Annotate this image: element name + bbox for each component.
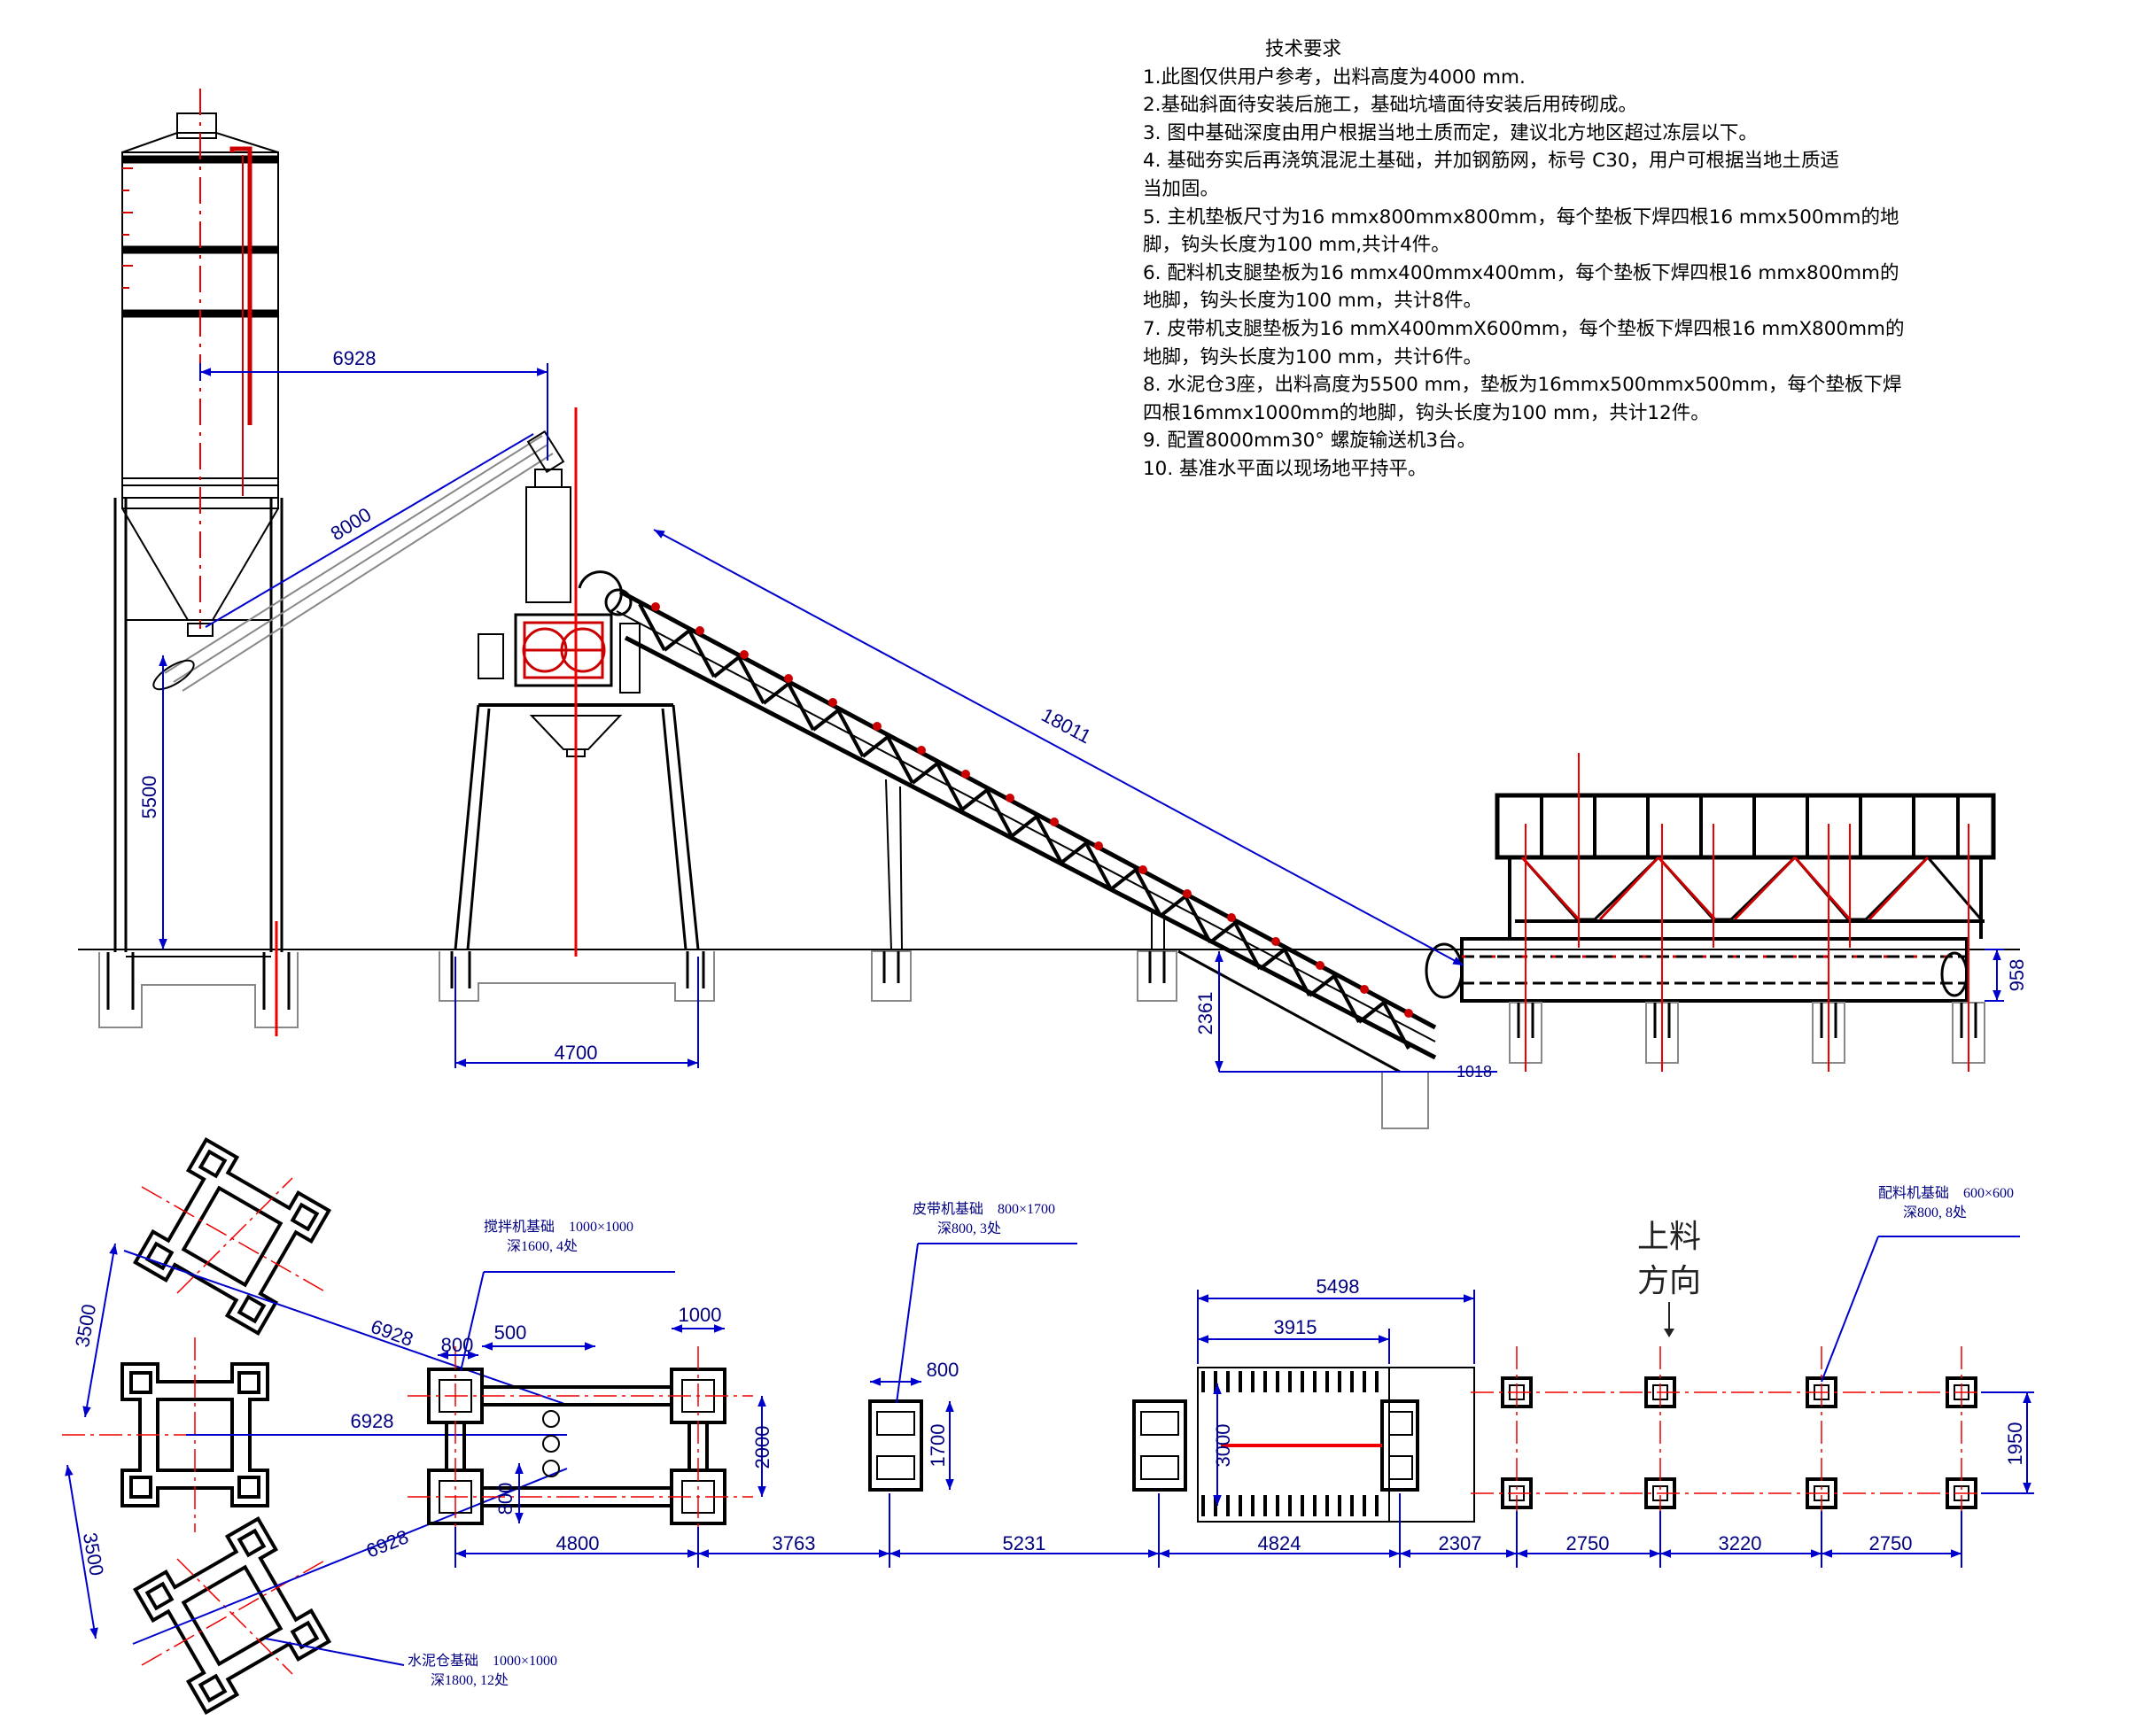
batcher-dimensions — [1516, 1236, 2034, 1568]
belt-foundation — [868, 1399, 1187, 1492]
silo-foundation-top — [132, 1136, 332, 1337]
mixer-foundation-depth: 深1600, 4处 — [507, 1238, 578, 1254]
technical-requirements-title: 技术要求 — [1265, 38, 1342, 60]
mixer-dimensions — [438, 1271, 766, 1568]
note-line: 9. 配置8000mm30° 螺旋输送机3台。 — [1143, 430, 1477, 453]
dim-belt-pad: 800 — [927, 1359, 959, 1381]
belt-pit — [1197, 1367, 1475, 1523]
silo-foundation-group — [120, 1136, 332, 1716]
dim-mixer-small: 800 — [494, 1483, 517, 1515]
dim-mixer-length: 4800 — [556, 1532, 600, 1554]
dim-batcher-span-1: 2750 — [1566, 1532, 1610, 1554]
dim-silo-dist-middle: 6928 — [351, 1410, 394, 1432]
note-line: 10. 基准水平面以现场地平持平。 — [1143, 457, 1427, 480]
dim-mixer-base: 4700 — [555, 1042, 598, 1064]
silo-foundation-title: 水泥仓基础 1000×1000 — [408, 1653, 557, 1669]
dim-pit-outer: 5498 — [1317, 1275, 1360, 1298]
feed-direction-label-1: 上料 — [1637, 1219, 1701, 1255]
dim-silo-dist-lower: 6928 — [363, 1525, 412, 1562]
batcher-centerlines — [1471, 1346, 2011, 1532]
note-line: 8. 水泥仓3座，出料高度为5500 mm，垫板为16mmx500mmx500m… — [1143, 374, 1902, 397]
dim-gap-2: 5231 — [1003, 1532, 1046, 1554]
batcher-dimension-labels: 2750 3220 2750 1950 配料机基础 600×600 深800, … — [1566, 1185, 2026, 1554]
belt-dimension-labels: 800 1700 3763 5231 皮带机基础 800×1700 深800, … — [773, 1201, 1056, 1554]
note-line: 四根16mmx1000mm的地脚，钩头长度为100 mm，共计12件。 — [1143, 401, 1710, 424]
note-line: 4. 基础夯实后再浇筑混泥土基础，并加钢筋网，标号 C30，用户可根据当地土质适 — [1143, 150, 1840, 173]
dim-silo-height: 5500 — [138, 776, 160, 819]
note-line: 3. 图中基础深度由用户根据当地土质而定，建议北方地区超过冻层以下。 — [1143, 121, 1758, 144]
elevation-view: 6928 8000 5500 4700 18011 2361 1018 958 — [78, 89, 2028, 1129]
elevation-dimensions — [159, 363, 2004, 1073]
mixer — [439, 407, 715, 1002]
silo-foundation-depth: 深1800, 12处 — [431, 1672, 509, 1688]
dim-screw-length: 8000 — [327, 503, 376, 545]
belt-conveyor — [604, 588, 1437, 1129]
dim-mixer-pad-right: 1000 — [679, 1304, 722, 1326]
note-line: 7. 皮带机支腿垫板为16 mmX400mmX600mm，每个垫板下焊四根16 … — [1143, 317, 1905, 340]
dim-pit-width: 3000 — [1212, 1424, 1234, 1468]
silo-foundation-middle — [120, 1362, 269, 1507]
feed-direction: 上料 方向 — [1637, 1219, 1701, 1337]
dim-batcher-span-2: 3220 — [1719, 1532, 1762, 1554]
note-line: 5. 主机垫板尺寸为16 mmx800mmx800mm，每个垫板下焊四根16 m… — [1143, 205, 1899, 229]
dim-silo-dist-upper: 6928 — [368, 1315, 416, 1351]
note-line: 2.基础斜面待安装后施工，基础坑墙面待安装后用砖砌成。 — [1143, 94, 1638, 117]
feed-direction-label-2: 方向 — [1637, 1263, 1701, 1299]
dim-batcher-span-3: 2750 — [1869, 1532, 1913, 1554]
note-line: 地脚，钩头长度为100 mm，共计8件。 — [1143, 290, 1482, 313]
mixer-dimension-labels: 800 500 1000 2000 800 4800 搅拌机基础 1000×10… — [441, 1219, 773, 1554]
silo-foundation-bottom — [132, 1515, 332, 1716]
pit-dimension-labels: 5498 3915 3000 4824 2307 — [1212, 1275, 1481, 1554]
pit-dimensions — [1159, 1290, 1517, 1568]
dim-gap-3: 2307 — [1439, 1532, 1482, 1554]
note-line: 脚，钩头长度为100 mm,共计4件。 — [1143, 234, 1450, 257]
mixer-foundation — [427, 1368, 726, 1525]
dim-mixer-pad: 800 — [441, 1334, 474, 1356]
dim-batcher-height: 958 — [2006, 959, 2028, 992]
note-line: 6. 配料机支腿垫板为16 mmx400mmx400mm，每个垫板下焊四根16 … — [1143, 261, 1899, 284]
silo-dimensions — [65, 1243, 568, 1645]
dim-silo-spacing-b: 3500 — [79, 1531, 108, 1577]
dim-pit-inner: 3915 — [1274, 1316, 1317, 1338]
screw-conveyor — [152, 430, 565, 692]
elevation-dimension-labels: 6928 8000 5500 4700 18011 2361 1018 958 — [138, 347, 2028, 1081]
note-line: 地脚，钩头长度为100 mm，共计6件。 — [1143, 345, 1482, 368]
batcher-foundation — [1501, 1376, 1977, 1509]
batcher-foundation-title: 配料机基础 600×600 — [1878, 1185, 2014, 1201]
dim-pit-offset: 1018 — [1457, 1063, 1492, 1081]
mixer-foundation-title: 搅拌机基础 1000×1000 — [484, 1219, 633, 1235]
belt-dimensions — [698, 1243, 1160, 1568]
belt-foundation-depth: 深800, 3处 — [937, 1221, 1001, 1236]
batching-machine — [1425, 753, 1996, 1072]
dim-silo-screw: 6928 — [333, 347, 377, 369]
cement-silo — [98, 89, 299, 1036]
technical-requirements: 技术要求 1.此图仅供用户参考，出料高度为4000 mm. 2.基础斜面待安装后… — [1143, 35, 2029, 484]
dim-silo-spacing-a: 3500 — [71, 1302, 100, 1349]
dim-mixer-width: 2000 — [751, 1426, 773, 1469]
silo-centerlines — [62, 1177, 329, 1675]
dim-batcher-width: 1950 — [2004, 1422, 2026, 1466]
dim-pit-length: 4824 — [1258, 1532, 1301, 1554]
dim-pit-depth: 2361 — [1194, 992, 1216, 1035]
dim-gap-1: 3763 — [773, 1532, 816, 1554]
mixer-centerlines — [408, 1346, 753, 1550]
belt-foundation-title: 皮带机基础 800×1700 — [913, 1201, 1055, 1217]
dim-mixer-bolt-offset: 500 — [494, 1321, 527, 1344]
batcher-foundation-depth: 深800, 8处 — [1903, 1205, 1967, 1221]
plan-view: 3500 3500 6928 6928 6928 水泥仓基础 1000×1000… — [62, 1136, 2034, 1716]
dim-belt-pad-len: 1700 — [927, 1424, 949, 1468]
note-line: 当加固。 — [1143, 177, 1220, 200]
note-line: 1.此图仅供用户参考，出料高度为4000 mm. — [1143, 66, 1526, 89]
